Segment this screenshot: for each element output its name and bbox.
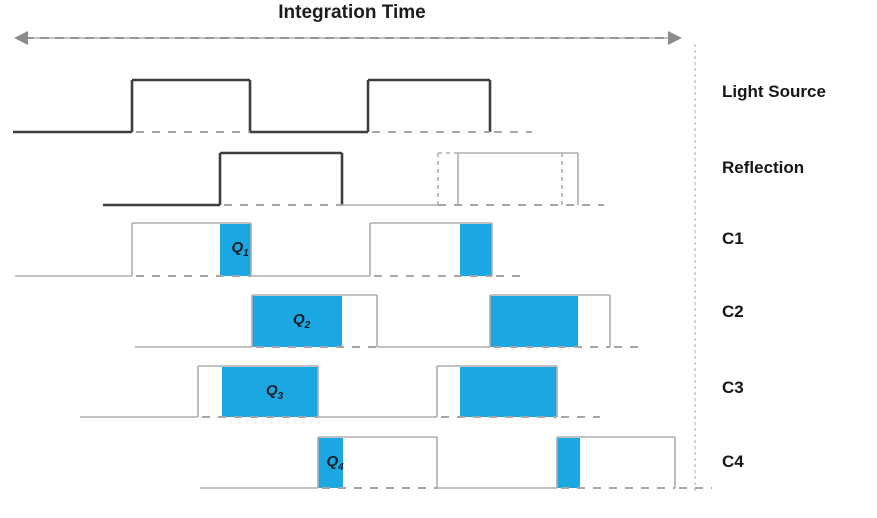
waveform-row-light-source <box>13 78 532 134</box>
arrowhead-left-icon <box>14 31 28 45</box>
row-label-c1: C1 <box>722 229 744 248</box>
row-label-c3: C3 <box>722 378 744 397</box>
row-label-reflection: Reflection <box>722 158 805 177</box>
charge-region-c2 <box>252 296 342 347</box>
charge-region-c3 <box>460 367 557 417</box>
charge-region-c3 <box>222 367 318 417</box>
diagram-title: Integration Time <box>278 2 426 23</box>
charge-region-c4 <box>318 438 343 488</box>
row-label-c4: C4 <box>722 452 744 471</box>
waveform-row-c3: Q3 <box>80 365 600 418</box>
waveform-row-c2: Q2 <box>135 294 643 348</box>
charge-label-q4: Q4 <box>327 453 345 473</box>
charge-region-c1 <box>460 224 492 276</box>
charge-region-c1 <box>220 224 251 276</box>
charge-region-c2 <box>490 296 578 347</box>
charge-label-q1: Q1 <box>232 239 250 259</box>
waveform-row-c1: Q1 <box>15 222 524 277</box>
waveform-row-reflection <box>103 151 604 207</box>
row-label-c2: C2 <box>722 302 744 321</box>
integration-time-arrow <box>14 31 682 45</box>
row-label-light-source: Light Source <box>722 82 826 101</box>
arrowhead-right-icon <box>668 31 682 45</box>
waveform-row-c4: Q4 <box>200 436 712 489</box>
charge-label-q2: Q2 <box>293 311 311 331</box>
charge-label-q3: Q3 <box>266 382 284 402</box>
charge-region-c4 <box>557 438 580 488</box>
